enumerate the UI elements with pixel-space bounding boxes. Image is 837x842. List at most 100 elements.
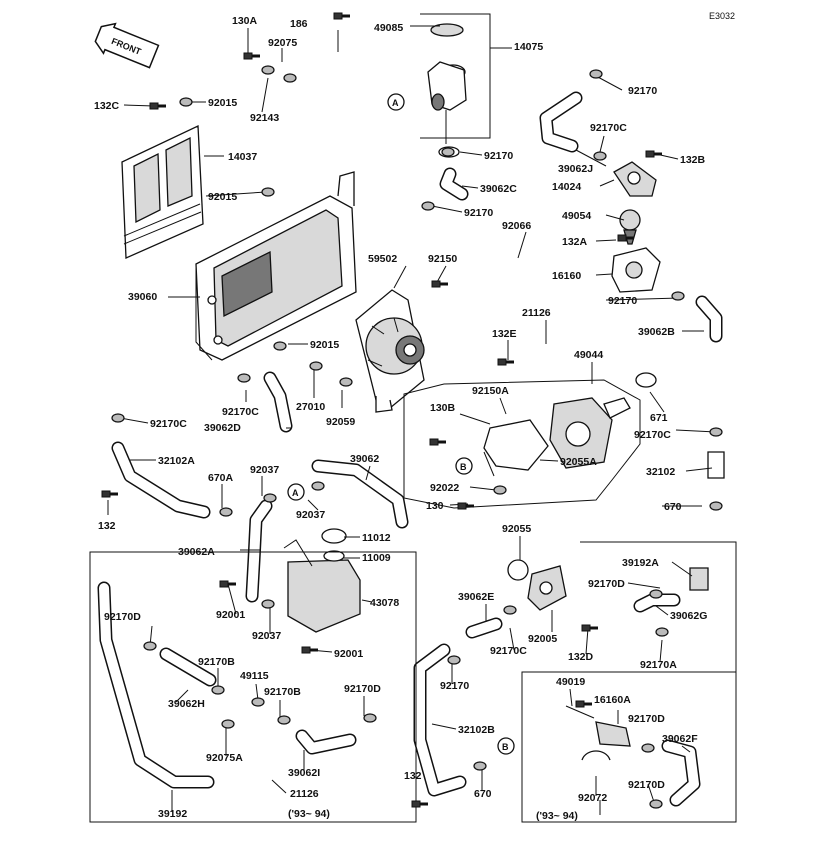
label-130A-top: 130A — [232, 15, 258, 27]
label-39192A: 39192A — [622, 557, 659, 569]
clamp-icon — [441, 147, 455, 157]
label-16160A: 16160A — [594, 694, 631, 706]
label-132C: 132C — [94, 100, 120, 112]
label-92170D-e: 92170D — [628, 779, 665, 791]
fitting-32102 — [707, 451, 725, 479]
thermostat-bracket — [420, 13, 491, 139]
label-186: 186 — [290, 18, 308, 30]
radiator — [195, 171, 357, 361]
box-left — [89, 551, 417, 823]
clamp-icon — [363, 713, 377, 723]
hose-39062D — [263, 371, 293, 433]
label-49019: 49019 — [556, 676, 585, 688]
cooling-fan — [355, 289, 425, 413]
label-16160: 16160 — [552, 270, 581, 282]
label-39060: 39060 — [128, 291, 157, 303]
label-92037-a: 92037 — [250, 464, 279, 476]
label-39062D: 39062D — [204, 422, 241, 434]
label-670A: 670A — [208, 472, 234, 484]
clamp-icon — [593, 151, 607, 161]
pump-cover-92005 — [527, 565, 567, 611]
bolt-icon — [411, 800, 428, 808]
label-59502: 59502 — [368, 253, 397, 265]
clamp-icon — [237, 373, 251, 383]
bolt-icon — [101, 490, 118, 498]
clamp-icon — [655, 627, 669, 637]
label-671: 671 — [650, 412, 668, 424]
hose-39062B — [695, 295, 723, 343]
label-39062G: 39062G — [670, 610, 707, 622]
pipe-32102B — [413, 643, 467, 797]
clamp-icon — [709, 427, 723, 437]
clamp-icon — [261, 599, 275, 609]
fitting-16160A — [565, 705, 631, 747]
water-pump — [483, 372, 657, 477]
radiator-screen — [121, 124, 204, 259]
label-92170C-e: 92170C — [490, 645, 527, 657]
clamp-icon — [447, 655, 461, 665]
label-21126-a: 21126 — [522, 307, 551, 319]
label-note-a: ('93~ 94) — [288, 808, 330, 820]
reserve-tank — [283, 528, 361, 633]
clamp-icon — [649, 589, 663, 599]
label-92170B-b: 92170B — [264, 686, 301, 698]
callout-a-mid: A — [287, 483, 305, 501]
clamp-icon — [221, 719, 235, 729]
leader-lines — [107, 25, 717, 815]
clamp-icon — [283, 73, 297, 83]
hose-39062F — [661, 739, 701, 807]
svg-text:A: A — [292, 488, 299, 498]
label-32102A: 32102A — [158, 455, 195, 467]
hose-39062H — [159, 647, 217, 687]
label-92170-a: 92170 — [628, 85, 657, 97]
label-130B: 130B — [430, 402, 456, 414]
label-32102: 32102 — [646, 466, 675, 478]
label-92001-a: 92001 — [216, 609, 245, 621]
label-92150A: 92150A — [472, 385, 509, 397]
bolt-icon — [457, 502, 474, 510]
label-670-a: 670 — [664, 501, 682, 513]
label-11012: 11012 — [362, 532, 391, 544]
bolt-icon — [645, 150, 662, 158]
label-92059: 92059 — [326, 416, 355, 428]
hardware-markers — [101, 12, 723, 809]
clamp-icon — [211, 685, 225, 695]
clamp-icon — [179, 97, 193, 107]
label-132B: 132B — [680, 154, 706, 166]
svg-text:B: B — [460, 462, 467, 472]
label-92066: 92066 — [502, 220, 531, 232]
fitting-39192A — [689, 567, 709, 591]
label-92075: 92075 — [268, 37, 297, 49]
clamp-icon — [339, 377, 353, 387]
hose-39062C — [439, 167, 469, 201]
clamp-icon — [273, 341, 287, 351]
clamp-icon — [421, 201, 435, 211]
bolt-icon — [219, 580, 236, 588]
pump-box — [403, 379, 641, 509]
label-14024: 14024 — [552, 181, 581, 193]
label-43078: 43078 — [370, 597, 399, 609]
callout-b-low: B — [497, 737, 515, 755]
label-39062: 39062 — [350, 453, 379, 465]
clamp-icon — [261, 65, 275, 75]
clamp-icon — [649, 799, 663, 809]
label-92170D-a: 92170D — [104, 611, 141, 623]
label-21126-b: 21126 — [290, 788, 319, 800]
pipe-32102A — [111, 441, 211, 519]
bolt-icon — [301, 646, 318, 654]
label-49085: 49085 — [374, 22, 403, 34]
label-132-b: 132 — [404, 770, 422, 782]
label-39062B: 39062B — [638, 326, 675, 338]
label-92170D-b: 92170D — [588, 578, 625, 590]
label-27010: 27010 — [296, 401, 325, 413]
label-92170-e: 92170 — [440, 680, 469, 692]
bolt-icon — [243, 52, 260, 60]
label-39062E: 39062E — [458, 591, 494, 603]
clamp-icon — [111, 413, 125, 423]
bolt-icon — [333, 12, 350, 20]
label-39062J: 39062J — [558, 163, 593, 175]
label-39062F: 39062F — [662, 733, 698, 745]
label-92055A: 92055A — [560, 456, 597, 468]
